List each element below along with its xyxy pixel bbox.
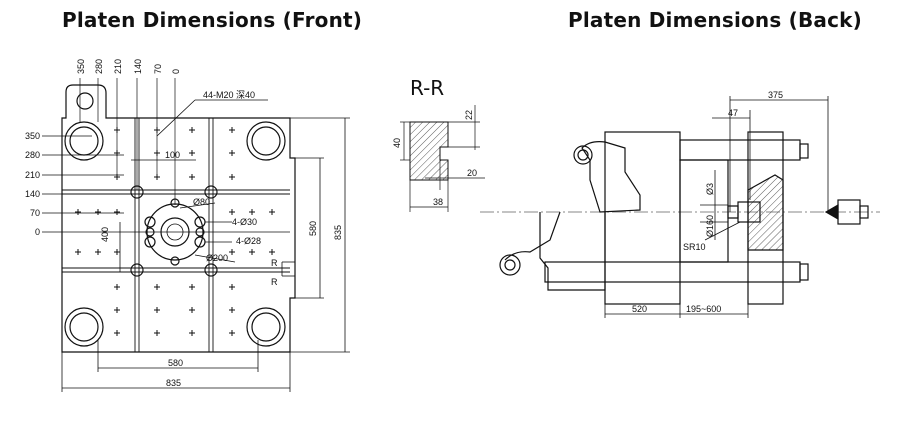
section-dim-40: 40 (392, 138, 402, 148)
top-tick-140: 140 (133, 59, 143, 74)
lower-toggle-pin (499, 254, 521, 276)
top-tick-350: 350 (76, 59, 86, 74)
top-tick-70: 70 (153, 64, 163, 74)
rear-platen (604, 131, 681, 305)
top-tick-0: 0 (171, 69, 181, 74)
back-title: Platen Dimensions (Back) (568, 8, 863, 32)
t-slots (62, 118, 290, 352)
dim-835-horizontal: 835 (166, 378, 181, 388)
back-dim-3: Ø3 (705, 183, 715, 195)
front-title: Platen Dimensions (Front) (62, 8, 363, 32)
top-tick-280: 280 (94, 59, 104, 74)
section-dim-38: 38 (433, 197, 443, 207)
back-dim-47: 47 (728, 108, 738, 118)
left-tick-0: 0 (35, 227, 40, 237)
section-label: R-R (410, 76, 444, 100)
dim-580-vertical: 580 (308, 221, 318, 236)
tie-bar-holes (64, 121, 286, 347)
moving-platen (539, 212, 606, 291)
lifting-lug-hole (76, 92, 94, 110)
lower-tie-bar (544, 261, 801, 283)
front-left-ticks (42, 135, 290, 233)
section-dim-22: 22 (464, 110, 474, 120)
tapped-holes-note: 44-M20 深40 (203, 90, 255, 100)
front-top-ticks (79, 78, 176, 205)
dia-28-label: 4-Ø28 (236, 236, 261, 246)
dim-400: 400 (100, 227, 110, 242)
dia-30-label: 4-Ø30 (232, 217, 257, 227)
back-sr10: SR10 (683, 242, 706, 252)
back-platen (480, 131, 880, 305)
section-mark-bottom: R (271, 277, 278, 287)
dim-580-horizontal: 580 (168, 358, 183, 368)
back-dim-375: 375 (768, 90, 783, 100)
dim-100: 100 (165, 150, 180, 160)
back-dim-195-600: 195~600 (686, 304, 721, 314)
left-tick-140: 140 (25, 189, 40, 199)
dia-80-label: Ø80 (193, 197, 210, 207)
upper-tie-bar (679, 139, 801, 161)
left-tick-280: 280 (25, 150, 40, 160)
upper-toggle-pin (573, 145, 593, 165)
section-view (400, 105, 485, 212)
back-dim-520: 520 (632, 304, 647, 314)
dim-835-vertical: 835 (333, 225, 343, 240)
left-tick-70: 70 (30, 208, 40, 218)
left-tick-210: 210 (25, 170, 40, 180)
dia-200-label: Ø200 (206, 253, 228, 263)
section-dim-20: 20 (467, 168, 477, 178)
front-platen-outline (61, 84, 296, 353)
back-dim-160: Ø160 (705, 215, 715, 237)
top-tick-210: 210 (113, 59, 123, 74)
front-left-tick-labels: 350 280 210 140 70 0 (25, 131, 40, 237)
left-tick-350: 350 (25, 131, 40, 141)
front-platen (61, 84, 296, 353)
front-top-tick-labels: 350 280 210 140 70 0 (76, 59, 181, 74)
section-mark-top: R (271, 258, 278, 268)
